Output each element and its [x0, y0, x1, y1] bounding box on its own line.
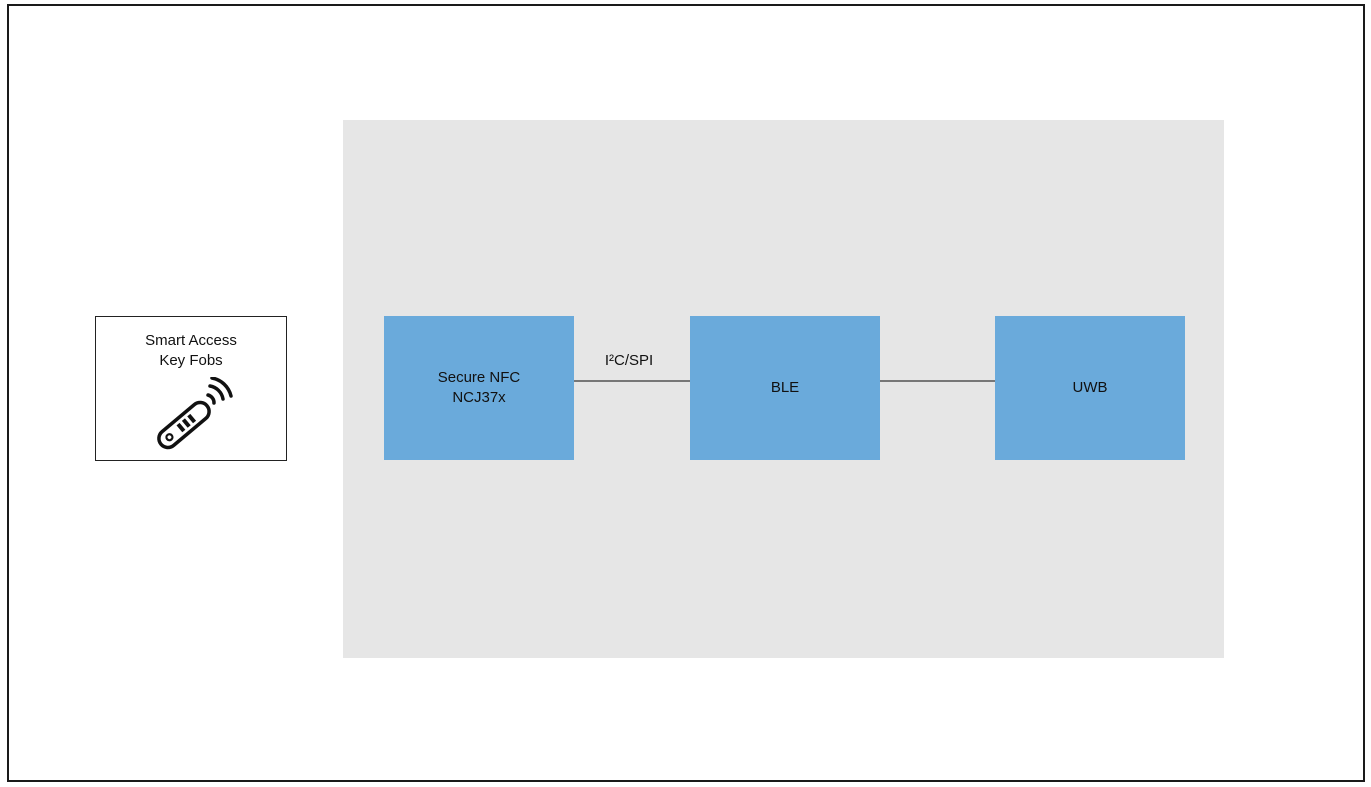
key-fob-title-line2: Key Fobs	[159, 352, 223, 369]
ncj37x-label: NCJ37x	[452, 389, 506, 406]
key-fob-title: Smart Access Key Fobs	[96, 331, 286, 371]
secure-nfc-block: Secure NFC NCJ37x	[384, 316, 574, 460]
uwb-label: UWB	[1072, 379, 1108, 396]
ble-label: BLE	[770, 379, 800, 396]
key-fob-box: Smart Access Key Fobs	[95, 316, 287, 461]
i2c-spi-label: I²C/SPI	[604, 352, 654, 369]
secure-nfc-label: Secure NFC	[437, 369, 521, 386]
uwb-block: UWB	[995, 316, 1185, 460]
ble-uwb-connector	[880, 380, 995, 382]
key-fob-remote-icon	[157, 377, 233, 450]
key-fob-title-line1: Smart Access	[145, 332, 237, 349]
ble-block: BLE	[690, 316, 880, 460]
nfc-ble-connector	[574, 380, 690, 382]
